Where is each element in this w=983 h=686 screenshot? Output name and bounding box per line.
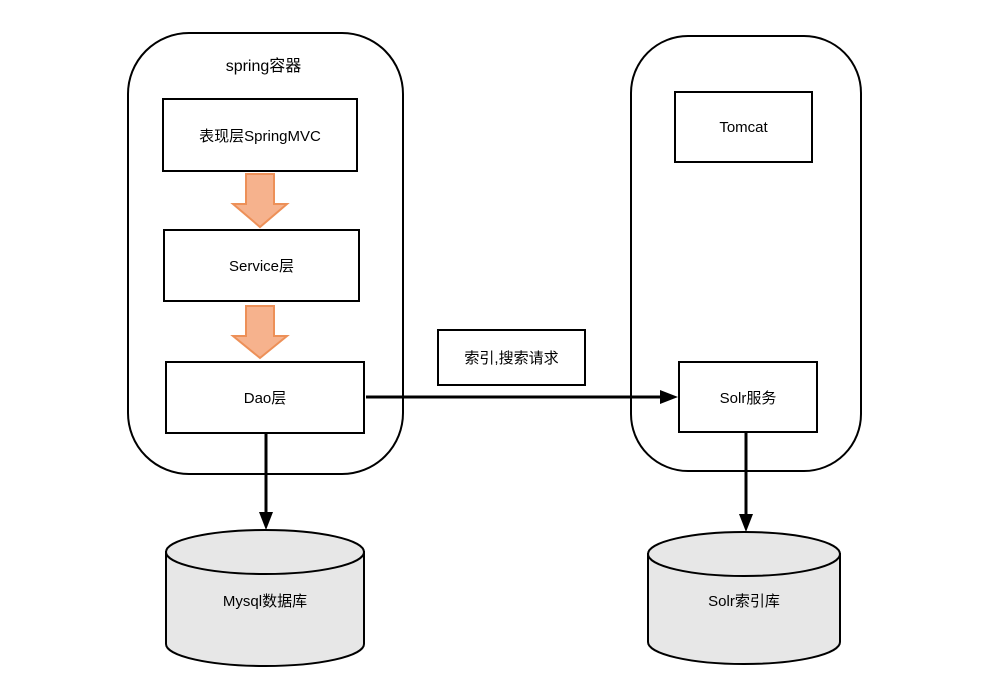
solr-index-cylinder <box>647 531 841 665</box>
arrow-dao-to-mysql-head <box>259 512 273 530</box>
solr-service-box: Solr服务 <box>678 361 818 433</box>
arrow-dao-to-mysql <box>259 434 273 530</box>
arrow-dao-to-solr <box>366 390 678 404</box>
arrow-solr-to-index-head <box>739 514 753 532</box>
dao-box: Dao层 <box>165 361 365 434</box>
service-box: Service层 <box>163 229 360 302</box>
springmvc-box: 表现层SpringMVC <box>162 98 358 172</box>
solr-index-cylinder-top <box>647 531 841 577</box>
spring-container-title: spring容器 <box>225 58 302 75</box>
mysql-db-label: Mysql数据库 <box>222 593 308 610</box>
tomcat-box: Tomcat <box>674 91 813 163</box>
block-arrow-springmvc-to-service <box>230 173 290 229</box>
solr-index-label: Solr索引库 <box>708 593 780 610</box>
arrow-dao-to-solr-head <box>660 390 678 404</box>
mysql-cylinder-top <box>165 529 365 575</box>
block-arrow-service-to-dao <box>230 305 290 360</box>
mysql-cylinder <box>165 529 365 667</box>
solr-index-cylinder-body <box>647 553 841 665</box>
arrow-solr-to-index <box>739 433 753 532</box>
mysql-cylinder-body <box>165 551 365 667</box>
edge-label-box: 索引,搜索请求 <box>437 329 586 386</box>
